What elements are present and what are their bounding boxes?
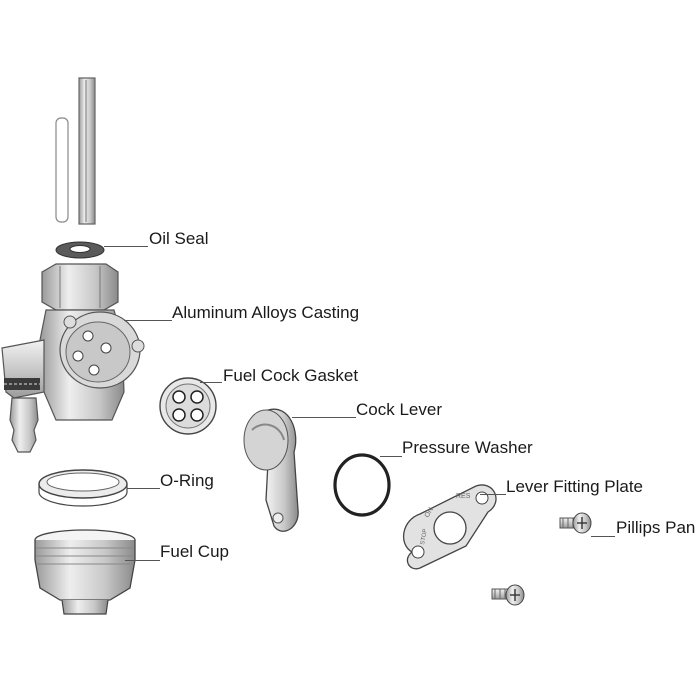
plate-mark-res: RES [456, 493, 471, 500]
leader-oil-seal [104, 246, 148, 247]
filter-screen-tube [56, 118, 68, 222]
pillips-pan-screw-1 [560, 513, 591, 533]
plate-mark-stop: STOP [420, 528, 429, 545]
label-aluminum-alloys-casting: Aluminum Alloys Casting [172, 303, 360, 322]
oil-seal [56, 242, 104, 258]
label-lever-fitting-plate: Lever Fitting Plate [506, 477, 644, 496]
fuel-cock-gasket [160, 378, 216, 434]
label-fuel-cock-gasket: Fuel Cock Gasket [223, 366, 359, 385]
fuel-cup [35, 530, 135, 614]
leader-fuel-cup [125, 560, 160, 561]
plate-mark-on: ON [424, 506, 435, 519]
cock-lever [244, 409, 298, 531]
leader-pressure-washer [380, 456, 402, 457]
label-cock-lever: Cock Lever [356, 400, 442, 419]
leader-gasket [200, 382, 222, 383]
label-fuel-cup: Fuel Cup [160, 542, 229, 561]
o-ring [39, 470, 127, 506]
leader-screw [591, 536, 615, 537]
leader-o-ring [127, 488, 160, 489]
aluminum-alloy-casting [2, 264, 144, 452]
pillips-pan-screw-2 [492, 585, 524, 605]
label-pillips-pan: Pillips Pan [616, 518, 696, 537]
leader-fitting-plate [480, 494, 506, 495]
label-pressure-washer: Pressure Washer [402, 438, 533, 457]
label-o-ring: O-Ring [160, 471, 214, 490]
pressure-washer [335, 455, 389, 515]
lever-fitting-plate: RES ON STOP [404, 485, 496, 569]
leader-casting [124, 320, 172, 321]
label-oil-seal: Oil Seal [149, 229, 209, 248]
leader-lever [292, 417, 356, 418]
fuel-pipe-rod [79, 78, 95, 224]
